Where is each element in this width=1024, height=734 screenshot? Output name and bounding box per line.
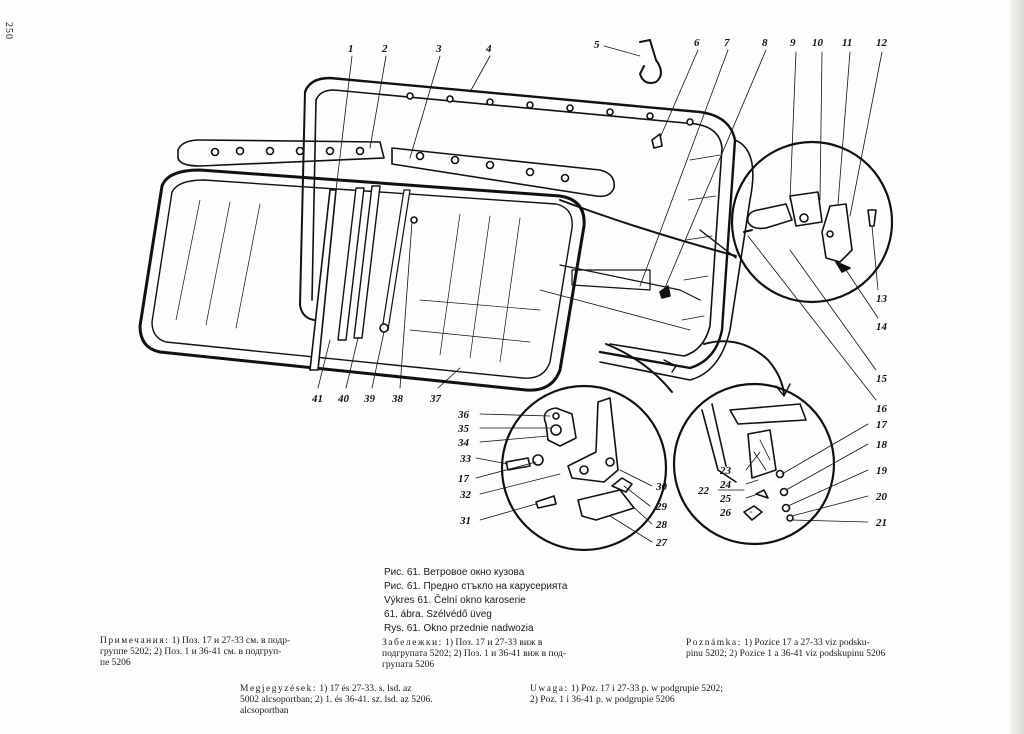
note-bg: Забележки: 1) Поз. 17 и 27-33 виж в подг… [382,638,662,671]
upper-seal-strip [177,139,385,167]
svg-text:23: 23 [719,465,732,477]
windshield-exploded-diagram: 1 2 3 4 5 6 7 8 9 10 11 12 13 14 15 16 1… [138,37,894,552]
svg-text:21: 21 [875,517,887,529]
svg-text:25: 25 [719,493,732,505]
caption-bg: Рис. 61. Предно стъкло на карусерията [384,581,568,592]
svg-text:9: 9 [790,37,796,49]
note-ru-line1: 1) Поз. 17 и 27-33 см. в подр- [171,636,291,646]
svg-text:17: 17 [876,419,888,431]
svg-text:8: 8 [762,37,768,49]
detail-circle-hinge [730,140,894,304]
svg-text:37: 37 [429,393,442,405]
note-ru-line2: группе 5202; 2) Поз. 1 и 36-41 см. в под… [100,647,282,657]
note-cz: Poznámka: 1) Pozice 17 a 27-33 viz podsk… [686,638,986,660]
svg-text:31: 31 [459,515,471,527]
note-pl-line2: 2) Poz. 1 i 36-41 p. w podgrupie 5206 [530,695,675,705]
note-cz-heading: Poznámka: [686,638,742,648]
svg-text:7: 7 [724,37,730,49]
svg-text:40: 40 [337,393,350,405]
svg-text:27: 27 [655,537,668,549]
svg-text:38: 38 [391,393,404,405]
body-frame [299,76,754,381]
caption-cz: Výkres 61. Čelní okno karoserie [384,595,526,606]
note-bg-line1: 1) Поз. 17 и 27-33 виж в [445,638,543,648]
hook-part [639,39,662,84]
svg-text:4: 4 [485,43,492,55]
note-bg-heading: Забележки: [382,638,443,648]
note-bg-line3: групата 5206 [382,660,435,670]
svg-text:13: 13 [876,293,888,305]
caption-hu: 61. ábra. Szélvédő üveg [384,609,492,620]
svg-text:2: 2 [381,43,388,55]
page-edge-shadow [1010,0,1024,734]
svg-text:6: 6 [694,37,700,49]
note-hu-heading: Megjegyzések: [240,684,318,694]
right-seal-strip [391,147,616,198]
svg-text:17: 17 [458,473,470,485]
note-ru-line3: пе 5206 [100,658,131,668]
detail-circle-bracket [672,382,836,546]
svg-text:28: 28 [655,519,668,531]
note-hu-line3: alcsoportban [240,706,289,716]
svg-text:12: 12 [876,37,888,49]
screw-part [651,133,663,149]
svg-text:24: 24 [719,479,732,491]
svg-text:35: 35 [457,423,470,435]
svg-text:36: 36 [457,409,470,421]
svg-text:33: 33 [459,453,472,465]
note-cz-line1: 1) Pozice 17 a 27-33 viz podsku- [744,638,870,648]
svg-text:11: 11 [842,37,852,49]
caption-pl: Rys. 61. Okno przednie nadwozia [384,623,534,634]
center-posts [309,185,418,371]
detail-circle-latch [500,384,668,552]
svg-text:34: 34 [457,437,470,449]
svg-text:41: 41 [311,393,323,405]
note-bg-line2: подгрупата 5202; 2) Поз. 1 и 36-41 виж в… [382,649,567,659]
svg-text:3: 3 [435,43,442,55]
svg-text:32: 32 [459,489,472,501]
svg-text:15: 15 [876,373,888,385]
note-ru-heading: Примечания: [100,636,170,646]
svg-text:30: 30 [655,481,668,493]
svg-text:18: 18 [876,439,888,451]
note-pl: Uwaga: 1) Poz. 17 i 27-33 p. w podgrupie… [530,684,820,706]
svg-text:5: 5 [594,39,600,51]
windshield-glass [138,168,586,392]
caption-ru: Рис. 61. Ветровое окно кузова [384,567,525,578]
svg-text:10: 10 [812,37,824,49]
svg-text:22: 22 [697,485,710,497]
clip-part [659,285,671,299]
note-pl-line1: 1) Poz. 17 i 27-33 p. w podgrupie 5202; [570,684,723,694]
note-hu: Megjegyzések: 1) 17 és 27-33. s. lsd. az… [240,684,510,717]
note-hu-line2: 5002 alcsoportban; 2) 1. és 36-41. sz. l… [240,695,433,705]
figure-captions: Рис. 61. Ветровое окно кузова Рис. 61. П… [384,566,567,636]
note-pl-heading: Uwaga: [530,684,569,694]
svg-text:14: 14 [876,321,888,333]
note-ru: Примечания: 1) Поз. 17 и 27-33 см. в под… [100,636,380,669]
svg-text:26: 26 [719,507,732,519]
svg-text:1: 1 [348,43,354,55]
svg-text:29: 29 [655,501,668,513]
svg-text:39: 39 [363,393,376,405]
callout-labels: 1 2 3 4 5 6 7 8 9 10 11 12 13 14 15 16 1… [311,37,888,549]
note-hu-line1: 1) 17 és 27-33. s. lsd. az [319,684,412,694]
svg-text:20: 20 [875,491,888,503]
svg-text:16: 16 [876,403,888,415]
svg-text:19: 19 [876,465,888,477]
note-cz-line2: pinu 5202; 2) Pozice 1 a 36-41 viz podsk… [686,649,886,659]
